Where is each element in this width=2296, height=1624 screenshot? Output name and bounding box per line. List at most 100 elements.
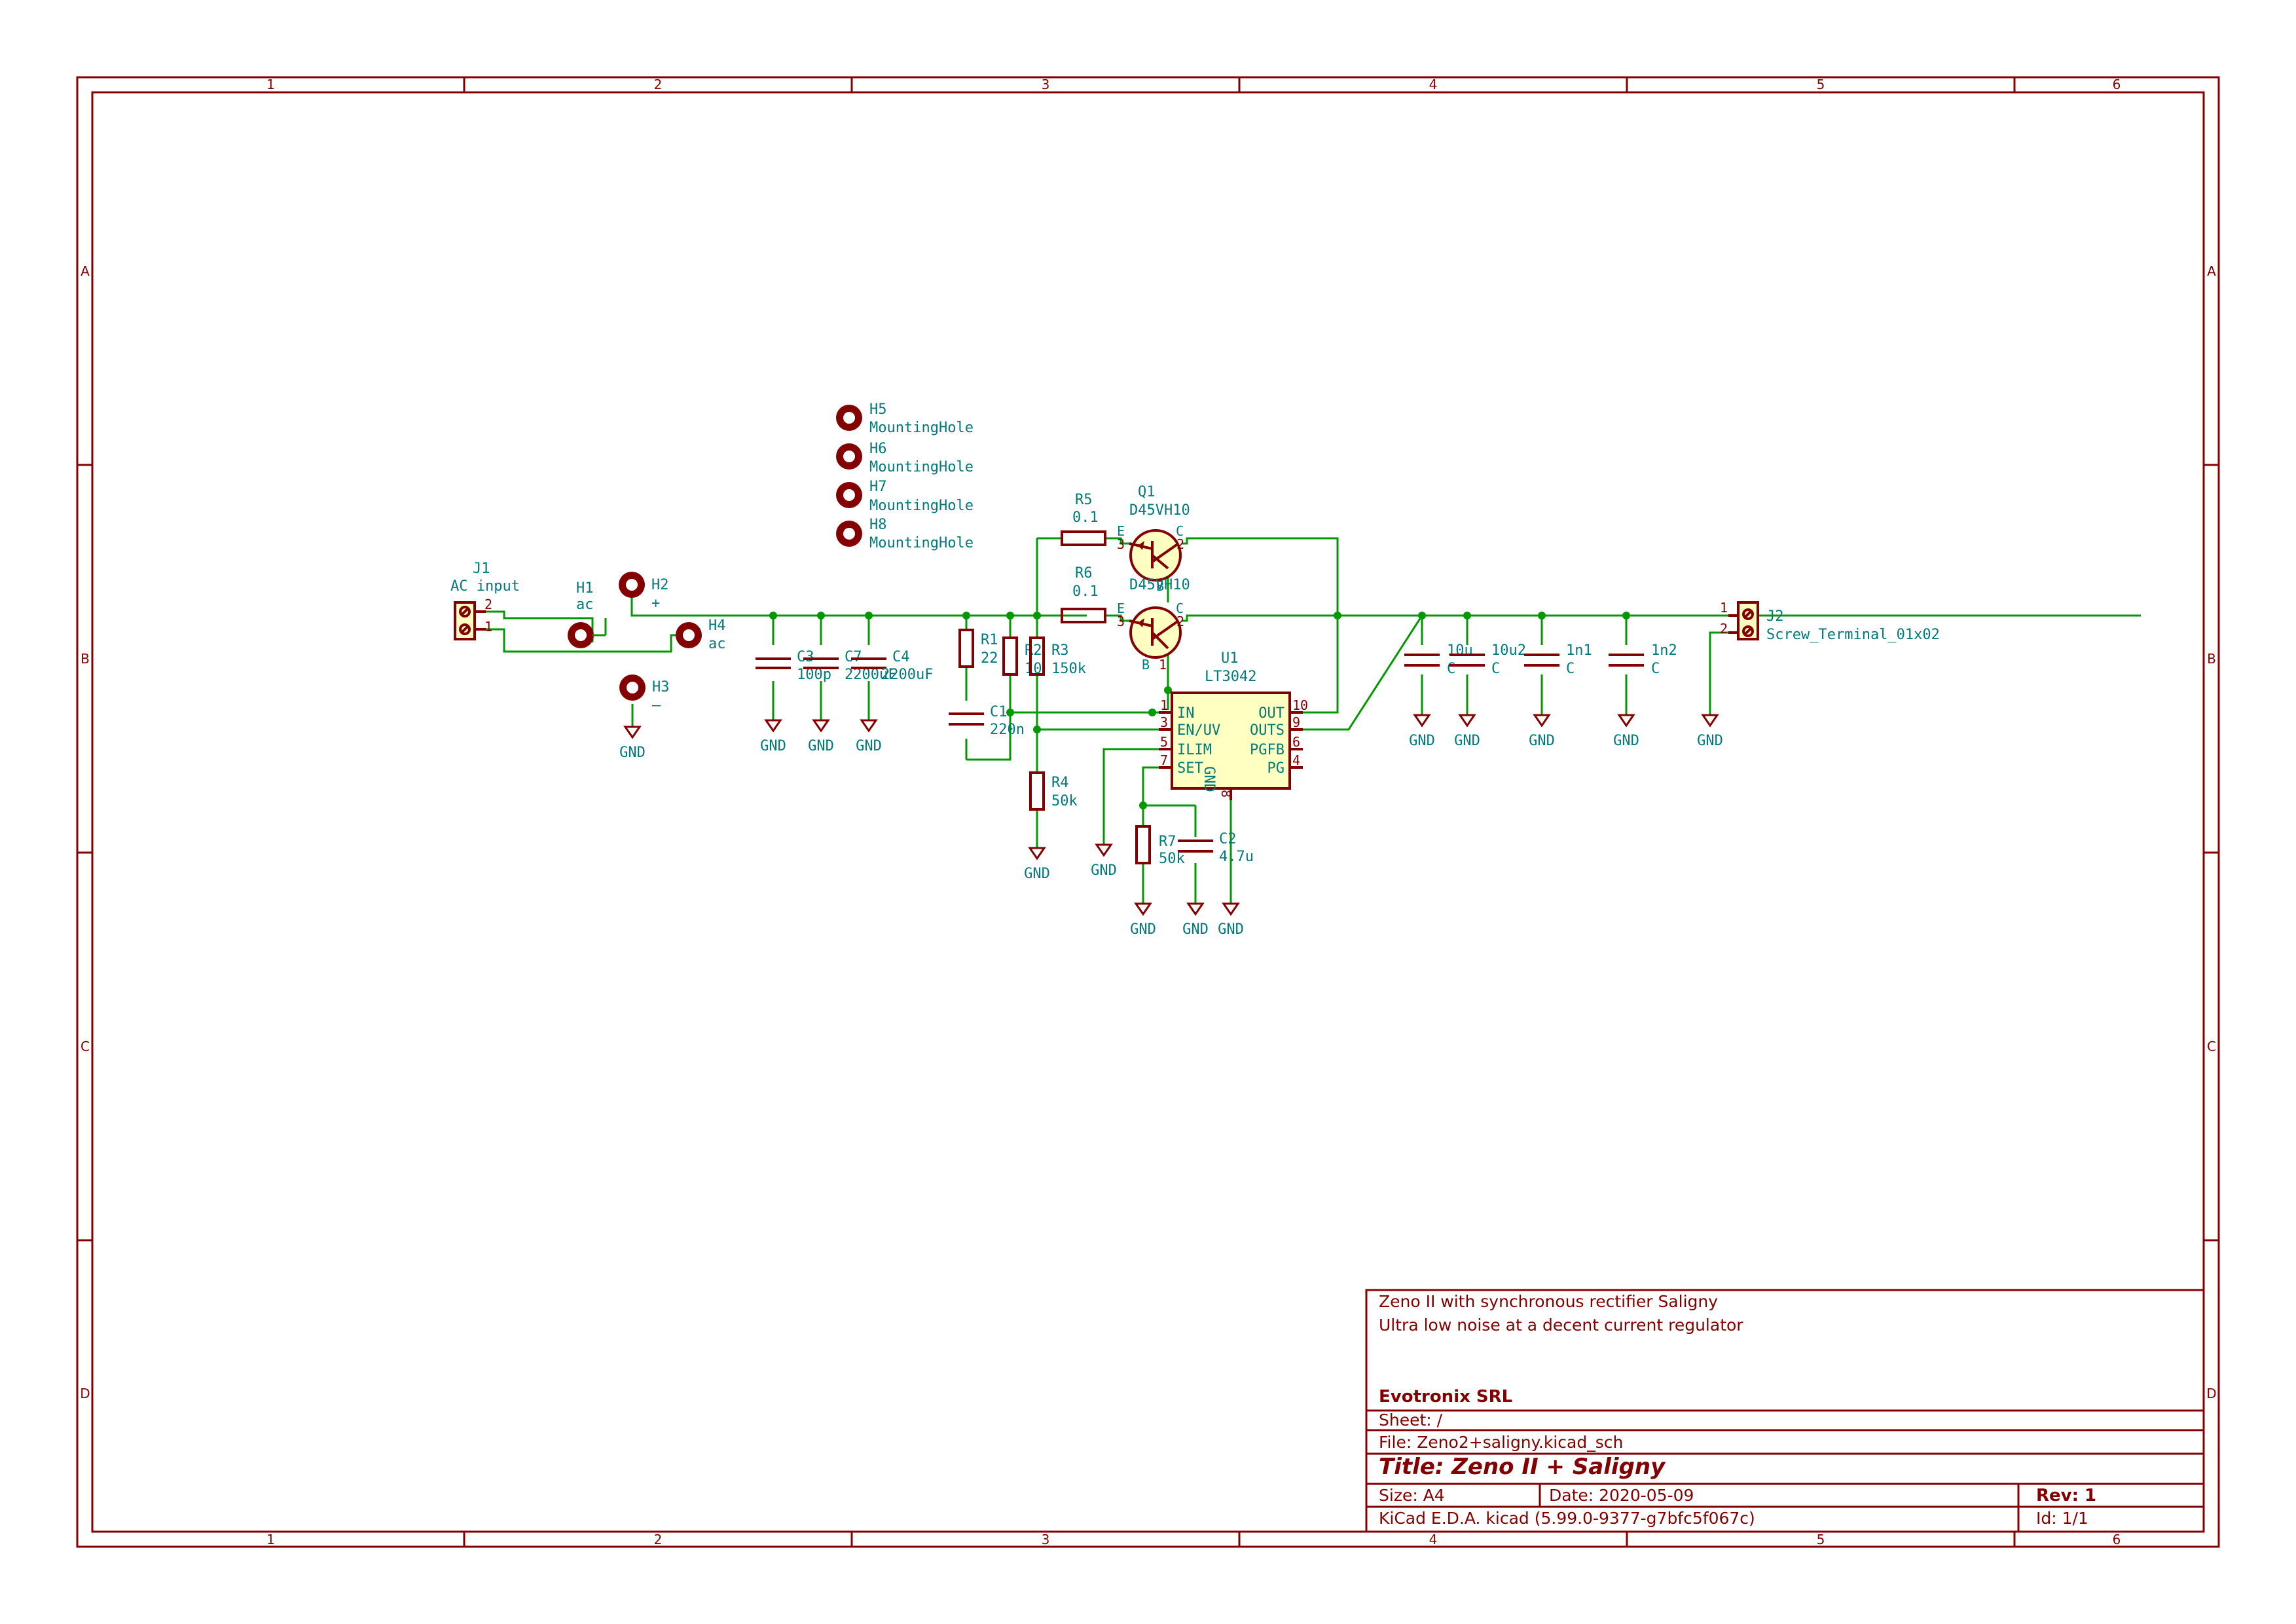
u1-pin-number: 7 (1160, 752, 1168, 768)
r5-ref: R5 (1075, 492, 1093, 508)
cout1-value: 10u (1447, 642, 1473, 659)
u1-pin-name: GND (1201, 766, 1217, 792)
junction-dot (817, 612, 825, 619)
gnd-label: GND (1182, 921, 1209, 938)
u1-pin-name: OUT (1258, 705, 1285, 722)
gnd-symbol (1028, 847, 1046, 860)
r3-ref: R3 (1051, 642, 1069, 659)
r7-value: 50k (1159, 851, 1185, 867)
gnd-label: GND (1613, 733, 1639, 749)
comment-line-1: Zeno II with synchronous rectifier Salig… (1379, 1292, 1718, 1311)
h4-ref: H4 (708, 618, 726, 634)
gnd-label: GND (1218, 921, 1244, 938)
j1-pin1: 1 (484, 619, 492, 635)
transistor-q2: D45VH10 E C 3 2 B 1 (1117, 577, 1190, 673)
gnd-symbol (1134, 902, 1152, 916)
capacitor-out-1n1: 1n1 C (1524, 642, 1592, 677)
row-label: B (81, 651, 90, 667)
column-label: 3 (1042, 77, 1050, 92)
u1-pin-name: SET (1177, 760, 1203, 777)
j2-pin2: 2 (1720, 621, 1728, 637)
inner-border (91, 91, 2205, 1533)
r6-value: 0.1 (1072, 583, 1099, 600)
column-label: 5 (1817, 77, 1825, 92)
mounting-hole-h8: H8 MountingHole (836, 517, 974, 551)
row-label: A (81, 263, 90, 279)
gnd-symbol (1617, 714, 1635, 728)
h1-ref: H1 (576, 580, 594, 597)
cout4-value: 1n2 (1651, 642, 1677, 659)
j2-pin1: 1 (1720, 600, 1728, 616)
cout4-type: C (1651, 661, 1660, 677)
junction-dot (1033, 612, 1041, 619)
title-block: Zeno II with synchronous rectifier Salig… (1365, 1289, 2205, 1533)
r1-ref: R1 (981, 632, 998, 648)
h5-value: MountingHole (869, 420, 974, 436)
u1-pin-number: 9 (1292, 714, 1300, 730)
u1-pin-number: 4 (1292, 752, 1300, 768)
row-label: C (81, 1039, 90, 1054)
q2-value: D45VH10 (1129, 577, 1190, 593)
q1-pin2: 2 (1176, 536, 1184, 552)
comment-line-2: Ultra low noise at a decent current regu… (1379, 1316, 1743, 1335)
gnd-symbol (1701, 714, 1719, 728)
mounting-hole-h4: H4 ac (676, 618, 726, 652)
mounting-hole-h7: H7 MountingHole (836, 479, 974, 514)
r4-value: 50k (1051, 793, 1078, 809)
mounting-hole-h2: H2 + (619, 572, 669, 612)
j2-ref: J2 (1766, 608, 1784, 625)
gnd-label: GND (808, 738, 834, 754)
gnd-symbol (1222, 902, 1240, 916)
capacitor-c3: C3 100p (756, 649, 831, 683)
h2-value: + (651, 595, 660, 612)
junction-dot (1006, 709, 1014, 716)
gnd-symbol (812, 719, 830, 733)
j1-pin2: 2 (484, 597, 492, 612)
mounting-hole-h6: H6 MountingHole (836, 441, 974, 475)
junction-dot (769, 612, 777, 619)
gnd-label: GND (1529, 733, 1555, 749)
h6-ref: H6 (869, 441, 887, 457)
gnd-label: GND (1409, 733, 1435, 749)
q1-pin-b: B (1156, 578, 1164, 594)
u1-pin-name: ILIM (1177, 742, 1212, 758)
h7-ref: H7 (869, 479, 887, 495)
q2-pin-c: C (1176, 600, 1184, 616)
c2-ref: C2 (1219, 831, 1237, 847)
c2-value: 4.7u (1219, 849, 1254, 865)
u1-pin-number: 10 (1292, 697, 1308, 713)
cout3-value: 1n1 (1566, 642, 1592, 659)
paper-size: Size: A4 (1379, 1486, 1445, 1505)
q2-pin-e: E (1117, 600, 1125, 616)
c3-ref: C3 (797, 649, 814, 665)
q2-pin1: 1 (1159, 657, 1167, 673)
gnd-symbol (860, 719, 878, 733)
u1-pin-name: EN/UV (1177, 722, 1220, 739)
resistor-r6: R6 0.1 (1061, 565, 1106, 623)
u1-ref: U1 (1221, 650, 1239, 667)
gnd-label: GND (760, 738, 786, 754)
gnd-label: GND (1130, 921, 1156, 938)
resistor-r1: R1 22 (958, 629, 998, 668)
resistor-r5: R5 0.1 (1061, 492, 1106, 546)
h3-value: – (652, 697, 661, 714)
h4-value: ac (708, 636, 726, 652)
c4-ref: C4 (892, 649, 910, 665)
q1-value: D45VH10 (1129, 502, 1190, 519)
q2-pin-b: B (1142, 657, 1150, 673)
u1-pin-number: 1 (1160, 697, 1168, 713)
capacitor-out-1n2: 1n2 C (1609, 642, 1677, 677)
junction-dot (1139, 802, 1147, 809)
q1-pin-c: C (1176, 523, 1184, 539)
r4-ref: R4 (1051, 775, 1069, 791)
u1-pin-number: 8 (1218, 790, 1234, 798)
row-label: C (2207, 1039, 2216, 1054)
transistor-q1: Q1 D45VH10 E C 3 2 B (1117, 484, 1190, 594)
junction-dot (865, 612, 873, 619)
gnd-symbol (764, 719, 782, 733)
r2-ref: R2 (1025, 642, 1042, 659)
junction-dot (1033, 726, 1041, 733)
